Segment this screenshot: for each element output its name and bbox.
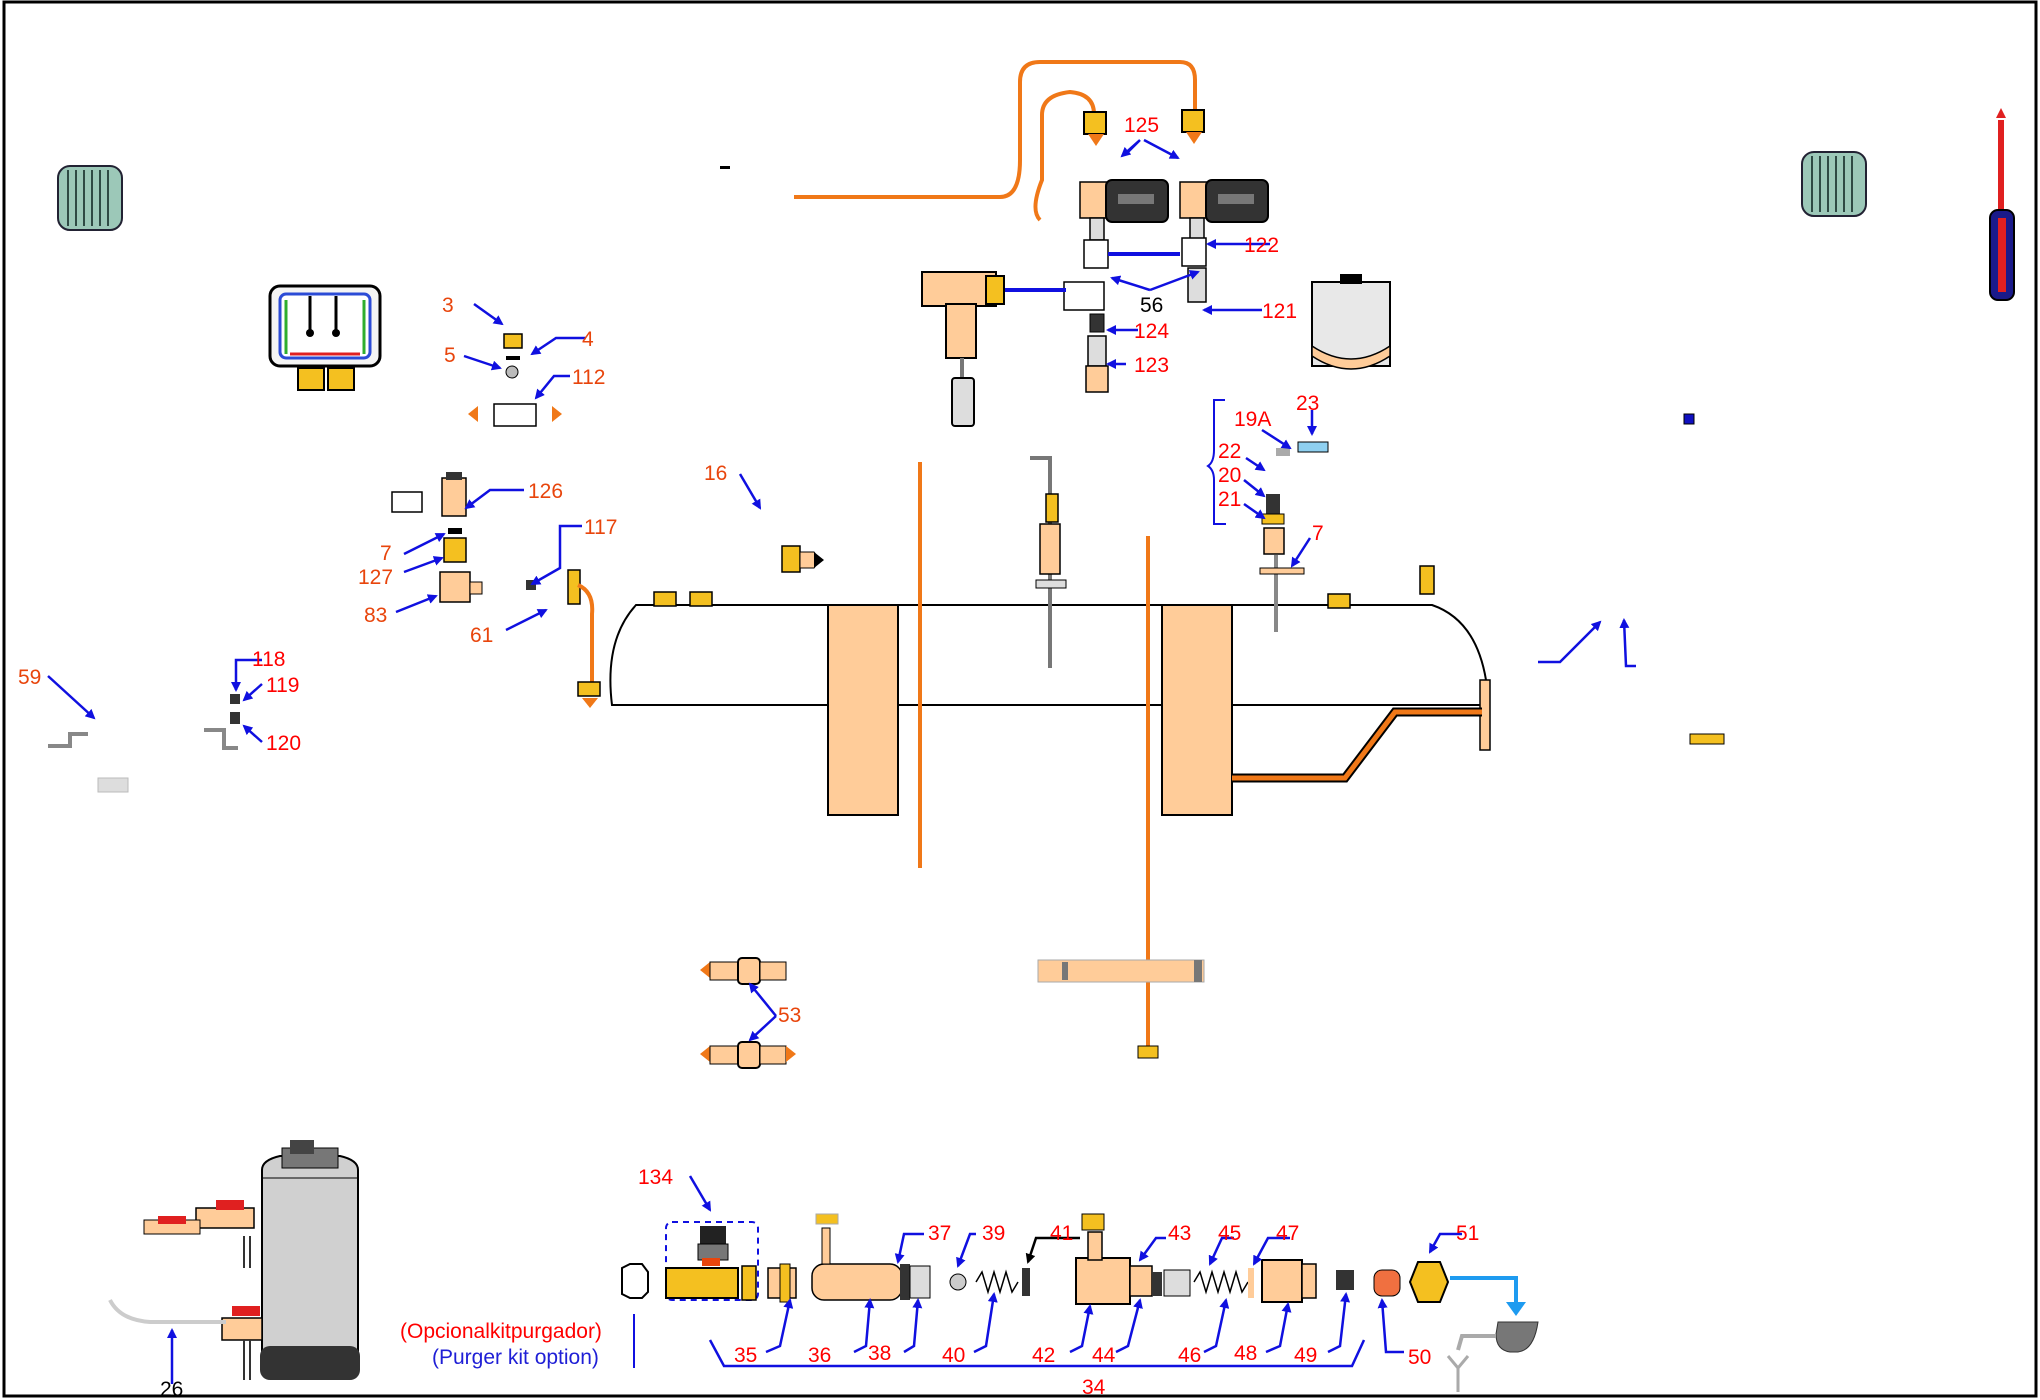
- label-45: 45: [1218, 1222, 1241, 1245]
- right-roller-icon: [1801, 151, 1867, 217]
- part-labels: 125 122 56 121 124 123 3 4 5 112 23 19A …: [18, 114, 1479, 1400]
- label-127: 127: [358, 566, 393, 589]
- leader-arrows: [47, 138, 1636, 1384]
- label-121: 121: [1262, 300, 1297, 323]
- label-20: 20: [1218, 464, 1241, 487]
- pressure-group-19a: [1206, 399, 1329, 555]
- screwdriver-icon: [1989, 108, 2015, 301]
- solenoid-valve-right: [1179, 179, 1269, 267]
- label-112: 112: [572, 366, 605, 389]
- label-5: 5: [444, 344, 456, 367]
- label-26: 26: [160, 1378, 183, 1400]
- purger-kit-note-es: (Opcionalkitpurgador): [400, 1320, 602, 1343]
- junction-box-icon: [268, 284, 382, 391]
- label-43: 43: [1168, 1222, 1191, 1245]
- label-21: 21: [1218, 488, 1241, 511]
- label-124: 124: [1134, 320, 1169, 343]
- label-16: 16: [704, 462, 727, 485]
- label-4: 4: [582, 328, 594, 351]
- top-pipe: [794, 60, 1205, 222]
- label-53: 53: [778, 1004, 801, 1027]
- filter-cartridge: [1311, 274, 1391, 370]
- valve-112: [468, 333, 562, 427]
- label-47: 47: [1276, 1222, 1299, 1245]
- label-122: 122: [1244, 234, 1279, 257]
- fittings-cluster: [921, 252, 1207, 427]
- left-roller-icon: [57, 165, 123, 231]
- label-38: 38: [868, 1342, 891, 1365]
- label-7-right: 7: [1312, 522, 1324, 545]
- valve-126-stack: [391, 472, 536, 603]
- purger-kit-note-en: (Purger kit option): [432, 1346, 599, 1369]
- label-51: 51: [1456, 1222, 1479, 1245]
- label-3: 3: [442, 294, 454, 317]
- label-19a: 19A: [1234, 408, 1271, 431]
- label-7-left: 7: [380, 542, 392, 565]
- label-42: 42: [1032, 1344, 1055, 1367]
- pipe-61: [567, 569, 601, 708]
- label-125: 125: [1124, 114, 1159, 137]
- label-41: 41: [1050, 1222, 1073, 1245]
- label-37: 37: [928, 1222, 951, 1245]
- label-35: 35: [734, 1344, 757, 1367]
- label-40: 40: [942, 1344, 965, 1367]
- label-59: 59: [18, 666, 41, 689]
- misc-small-parts: [48, 166, 1725, 793]
- label-34: 34: [1082, 1376, 1106, 1399]
- pipe-fitting-53: [700, 957, 796, 1069]
- label-44: 44: [1092, 1344, 1116, 1367]
- label-49: 49: [1294, 1344, 1317, 1367]
- purger-kit-assembly: [621, 1213, 1539, 1392]
- label-123: 123: [1134, 354, 1169, 377]
- label-50: 50: [1408, 1346, 1431, 1369]
- label-39: 39: [982, 1222, 1005, 1245]
- label-119: 119: [266, 674, 299, 697]
- label-56: 56: [1140, 294, 1163, 317]
- label-120: 120: [266, 732, 301, 755]
- label-36: 36: [808, 1344, 831, 1367]
- label-134: 134: [638, 1166, 673, 1189]
- label-22: 22: [1218, 440, 1241, 463]
- label-118: 118: [252, 648, 285, 671]
- label-46: 46: [1178, 1344, 1201, 1367]
- heating-element: [1037, 959, 1205, 1059]
- water-softener: [108, 1140, 360, 1380]
- label-117: 117: [584, 516, 617, 539]
- label-83: 83: [364, 604, 387, 627]
- label-23: 23: [1296, 392, 1319, 415]
- label-61: 61: [470, 624, 493, 647]
- label-126: 126: [528, 480, 563, 503]
- solenoid-valve-left: [1079, 179, 1169, 269]
- label-48: 48: [1234, 1342, 1257, 1365]
- boiler-tank: [609, 456, 1491, 1048]
